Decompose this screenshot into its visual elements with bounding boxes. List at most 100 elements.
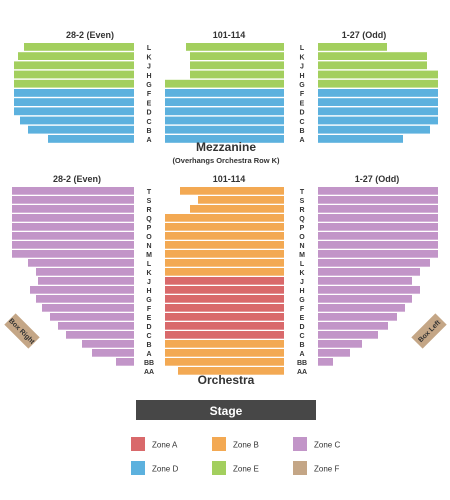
mezz-left-row-D[interactable] (14, 107, 134, 116)
orch-left-row-H[interactable] (30, 286, 134, 294)
orch-center-row-S[interactable] (198, 196, 284, 204)
mezz-center-row-F[interactable] (165, 89, 284, 97)
orch-center-row-D[interactable] (165, 322, 284, 330)
orch-center-row-P[interactable] (165, 223, 284, 231)
orch-left-row-Q[interactable] (12, 214, 134, 222)
orch-left-row-B[interactable] (82, 340, 134, 348)
mezz-left-row-G[interactable] (14, 79, 134, 88)
orch-center-row-AA[interactable] (178, 367, 284, 375)
orch-center-row-M[interactable] (165, 250, 284, 258)
orch-right-row-C[interactable] (318, 331, 378, 339)
mezz-left-row-K[interactable] (18, 52, 134, 60)
mezz-right-row-D[interactable] (318, 107, 438, 116)
orch-left-row-T[interactable] (12, 187, 134, 195)
orch-right-row-D[interactable] (318, 322, 388, 330)
mezz-right-row-E[interactable] (318, 98, 438, 106)
orch-center-row-G[interactable] (165, 295, 284, 303)
mezz-right-row-K[interactable] (318, 52, 427, 60)
orch-left-row-O[interactable] (12, 232, 134, 240)
orch-center-row-E[interactable] (165, 313, 284, 321)
mezz-center-row-A[interactable] (165, 135, 284, 143)
orch-left-row-L[interactable] (28, 259, 134, 267)
mezz-left-row-J[interactable] (14, 61, 134, 70)
orch-left-row-BB[interactable] (116, 358, 134, 366)
mezz-center-row-E[interactable] (165, 98, 284, 106)
mezz-center-row-B[interactable] (165, 125, 284, 134)
mezz-center-row-K[interactable] (190, 52, 284, 60)
orch-left-row-R[interactable] (12, 205, 134, 213)
orch-right-row-H[interactable] (318, 286, 420, 294)
orch-left-row-G[interactable] (36, 295, 134, 303)
orch-right-row-Q[interactable] (318, 214, 438, 222)
mezz-right-row-F[interactable] (318, 89, 438, 97)
mezz-right-row-J[interactable] (318, 61, 427, 70)
orch-left-row-N[interactable] (12, 241, 134, 249)
mezz-right-row-L[interactable] (318, 43, 387, 51)
orch-left-row-K[interactable] (36, 268, 134, 276)
mezz-left-row-E[interactable] (14, 98, 134, 106)
box-left-shape[interactable] (411, 313, 447, 349)
orch-right-row-L[interactable] (318, 259, 430, 267)
orch-center-row-H[interactable] (165, 286, 284, 294)
mezz-right-row-C[interactable] (318, 116, 438, 125)
orch-right-row-E[interactable] (318, 313, 397, 321)
orch-left-row-E[interactable] (50, 313, 134, 321)
mezz-left-row-H[interactable] (14, 70, 134, 79)
mezz-left-row-C[interactable] (20, 116, 134, 125)
orch-center-row-BB[interactable] (165, 358, 284, 366)
orch-center-row-L[interactable] (165, 259, 284, 267)
mezz-left-row-B[interactable] (28, 125, 134, 134)
orch-right-row-G[interactable] (318, 295, 412, 303)
mezz-left-row-F[interactable] (14, 89, 134, 97)
mezz-right-row-H[interactable] (318, 70, 438, 79)
orch-right-row-A[interactable] (318, 349, 350, 357)
mezz-right-row-G[interactable] (318, 79, 438, 88)
orch-right-row-K[interactable] (318, 268, 420, 276)
orch-center-row-A[interactable] (165, 349, 284, 357)
orch-left-row-C[interactable] (66, 331, 134, 339)
mezz-left-row-A[interactable] (48, 135, 134, 143)
orch-left-row-D[interactable] (58, 322, 134, 330)
orch-center-row-Q[interactable] (165, 214, 284, 222)
orch-right-row-S[interactable] (318, 196, 438, 204)
orch-row-label-left-R: R (146, 207, 151, 214)
orch-right-row-T[interactable] (318, 187, 438, 195)
orch-right-row-F[interactable] (318, 304, 405, 312)
orch-right-row-J[interactable] (318, 277, 412, 285)
orch-left-row-P[interactable] (12, 223, 134, 231)
mezz-center-row-D[interactable] (165, 107, 284, 116)
box-right[interactable]: Box Right (4, 313, 40, 349)
mezz-center-row-C[interactable] (165, 116, 284, 125)
orch-left-row-A[interactable] (92, 349, 134, 357)
orch-center-row-C[interactable] (165, 331, 284, 339)
orch-right-row-P[interactable] (318, 223, 438, 231)
orch-left-row-J[interactable] (38, 277, 134, 285)
orch-right-row-BB[interactable] (318, 358, 333, 366)
orch-center-row-K[interactable] (165, 268, 284, 276)
box-left[interactable]: Box Left (411, 313, 447, 349)
orch-center-row-R[interactable] (190, 205, 284, 213)
mezz-center-row-J[interactable] (190, 61, 284, 70)
orch-right-row-R[interactable] (318, 205, 438, 213)
orch-center-row-B[interactable] (165, 340, 284, 348)
mezz-center-row-H[interactable] (190, 70, 284, 79)
orch-left-row-S[interactable] (12, 196, 134, 204)
orch-center-row-O[interactable] (165, 232, 284, 240)
orch-center-row-T[interactable] (180, 187, 284, 195)
orch-center-row-J[interactable] (165, 277, 284, 285)
orch-left-row-M[interactable] (12, 250, 134, 258)
orch-right-row-B[interactable] (318, 340, 362, 348)
orch-left-row-F[interactable] (42, 304, 134, 312)
mezz-right-row-A[interactable] (318, 135, 403, 143)
mezz-center-row-L[interactable] (186, 43, 284, 51)
orch-right-row-N[interactable] (318, 241, 438, 249)
orch-center-row-N[interactable] (165, 241, 284, 249)
box-right-shape[interactable] (4, 313, 40, 349)
orch-right-row-O[interactable] (318, 232, 438, 240)
mezz-right-row-B[interactable] (318, 125, 430, 134)
mezz-row-label-left-E: E (147, 100, 152, 107)
mezz-left-row-L[interactable] (24, 43, 134, 51)
orch-right-row-M[interactable] (318, 250, 438, 258)
orch-center-row-F[interactable] (165, 304, 284, 312)
mezz-center-row-G[interactable] (165, 79, 284, 88)
